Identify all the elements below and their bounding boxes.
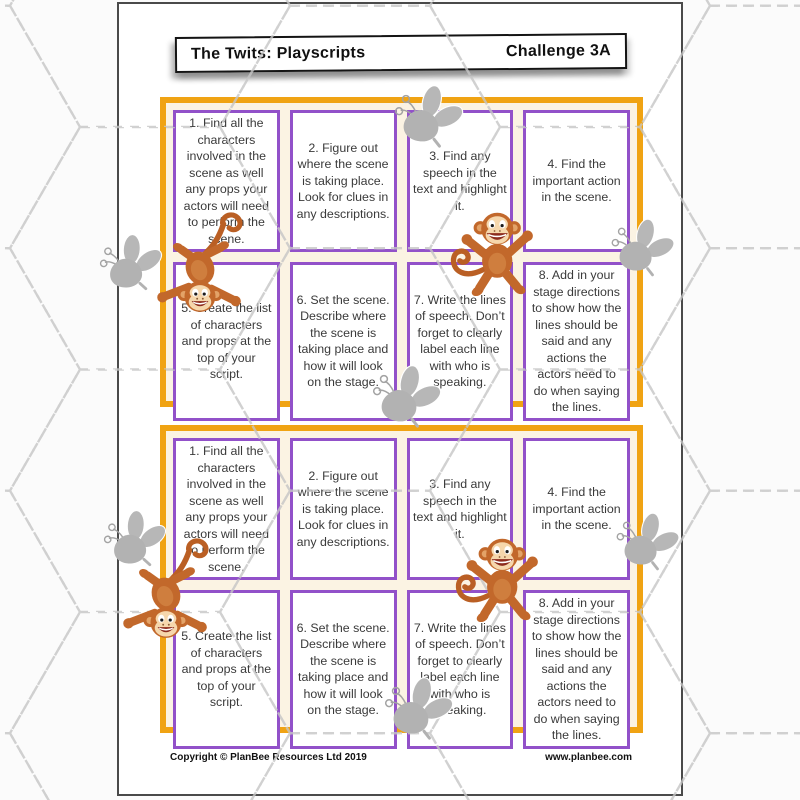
task-card-4: 4. Find the important action in the scen… xyxy=(523,110,630,252)
task-card-3: 3. Find any speech in the text and highl… xyxy=(406,438,514,580)
website-text: www.planbee.com xyxy=(545,752,632,763)
task-card-7: 7. Write the lines of speech. Don’t forg… xyxy=(406,262,514,421)
task-card-4: 4. Find the important action in the scen… xyxy=(523,438,630,580)
task-card-8: 8. Add in your stage directions to show … xyxy=(523,590,630,749)
task-card-2: 2. Figure out where the scene is taking … xyxy=(289,438,397,580)
task-card-2: 2. Figure out where the scene is taking … xyxy=(289,110,397,252)
task-card-6: 6. Set the scene. Describe where the sce… xyxy=(289,262,397,421)
challenge-label: Challenge 3A xyxy=(505,42,612,61)
card-grid-2: 1. Find all the characters involved in t… xyxy=(160,425,643,749)
worksheet-page: The Twits: Playscripts Challenge 3A 1. F… xyxy=(117,2,683,796)
card-grid-1: 1. Find all the characters involved in t… xyxy=(160,97,643,421)
task-card-5: 5. Create the list of characters and pro… xyxy=(173,590,280,749)
task-card-6: 6. Set the scene. Describe where the sce… xyxy=(289,590,397,749)
title-bar: The Twits: Playscripts Challenge 3A xyxy=(174,33,628,73)
task-card-7: 7. Write the lines of speech. Don’t forg… xyxy=(406,590,514,749)
task-card-8: 8. Add in your stage directions to show … xyxy=(523,262,630,421)
page-footer: Copyright © PlanBee Resources Ltd 2019 w… xyxy=(119,752,681,768)
task-card-3: 3. Find any speech in the text and highl… xyxy=(406,110,514,252)
copyright-text: Copyright © PlanBee Resources Ltd 2019 xyxy=(170,752,367,763)
task-card-1: 1. Find all the characters involved in t… xyxy=(173,110,280,252)
page-title: The Twits: Playscripts xyxy=(190,44,366,63)
task-card-5: 5. Create the list of characters and pro… xyxy=(173,262,280,421)
task-card-1: 1. Find all the characters involved in t… xyxy=(173,438,280,580)
